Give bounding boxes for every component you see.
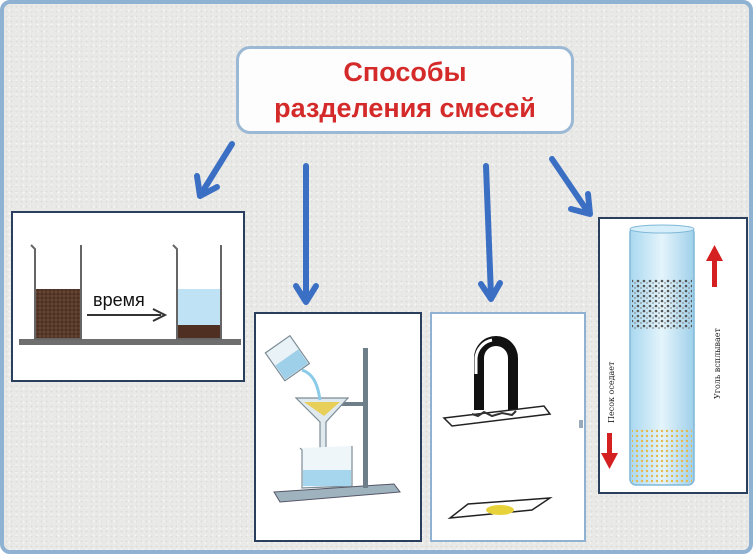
sand-label: Песок оседает xyxy=(607,361,616,423)
arrow-to-settling xyxy=(198,141,235,197)
sheet-top xyxy=(442,405,552,427)
iron-filings xyxy=(471,410,517,418)
pouring-glass xyxy=(264,334,311,382)
coal-label: Уголь всплывает xyxy=(713,327,722,399)
filtrate xyxy=(303,470,351,486)
panel-settling: время xyxy=(11,211,245,382)
time-arrow xyxy=(87,308,168,322)
magnet xyxy=(474,336,518,410)
frame-handle xyxy=(579,420,583,428)
arrowhead-settling xyxy=(194,173,220,199)
panel-filtration xyxy=(254,312,422,542)
panel-magnet xyxy=(430,312,586,542)
coal-particles xyxy=(632,279,692,329)
arrowhead-flotation xyxy=(568,191,593,217)
stand-rod xyxy=(363,348,368,488)
measuring-cylinder xyxy=(629,224,695,486)
arrow-label-time: время xyxy=(93,290,145,310)
arrow-to-magnet xyxy=(483,163,494,299)
beaker-settled xyxy=(172,244,222,340)
arrow-to-flotation xyxy=(549,156,591,215)
panel-flotation: Уголь всплывает Песок оседает xyxy=(598,217,748,494)
title-line-1: Способы xyxy=(343,57,467,87)
beaker-mixed xyxy=(30,244,82,340)
sand-particles xyxy=(632,429,692,483)
liquid-stream xyxy=(301,368,322,401)
sand-down-arrow xyxy=(601,433,618,469)
title-box: Способы разделения смесей xyxy=(236,46,574,134)
filter-paper xyxy=(304,402,340,416)
coal-up-arrow xyxy=(706,245,723,287)
connector-arrows xyxy=(194,141,593,305)
table-surface xyxy=(19,339,241,345)
arrowhead-filtration xyxy=(293,283,319,305)
stand-base xyxy=(273,483,401,503)
sulfur-powder xyxy=(486,505,514,515)
title-line-2: разделения смесей xyxy=(274,93,536,123)
arrowhead-magnet xyxy=(478,280,503,302)
stand-clamp xyxy=(326,402,368,406)
